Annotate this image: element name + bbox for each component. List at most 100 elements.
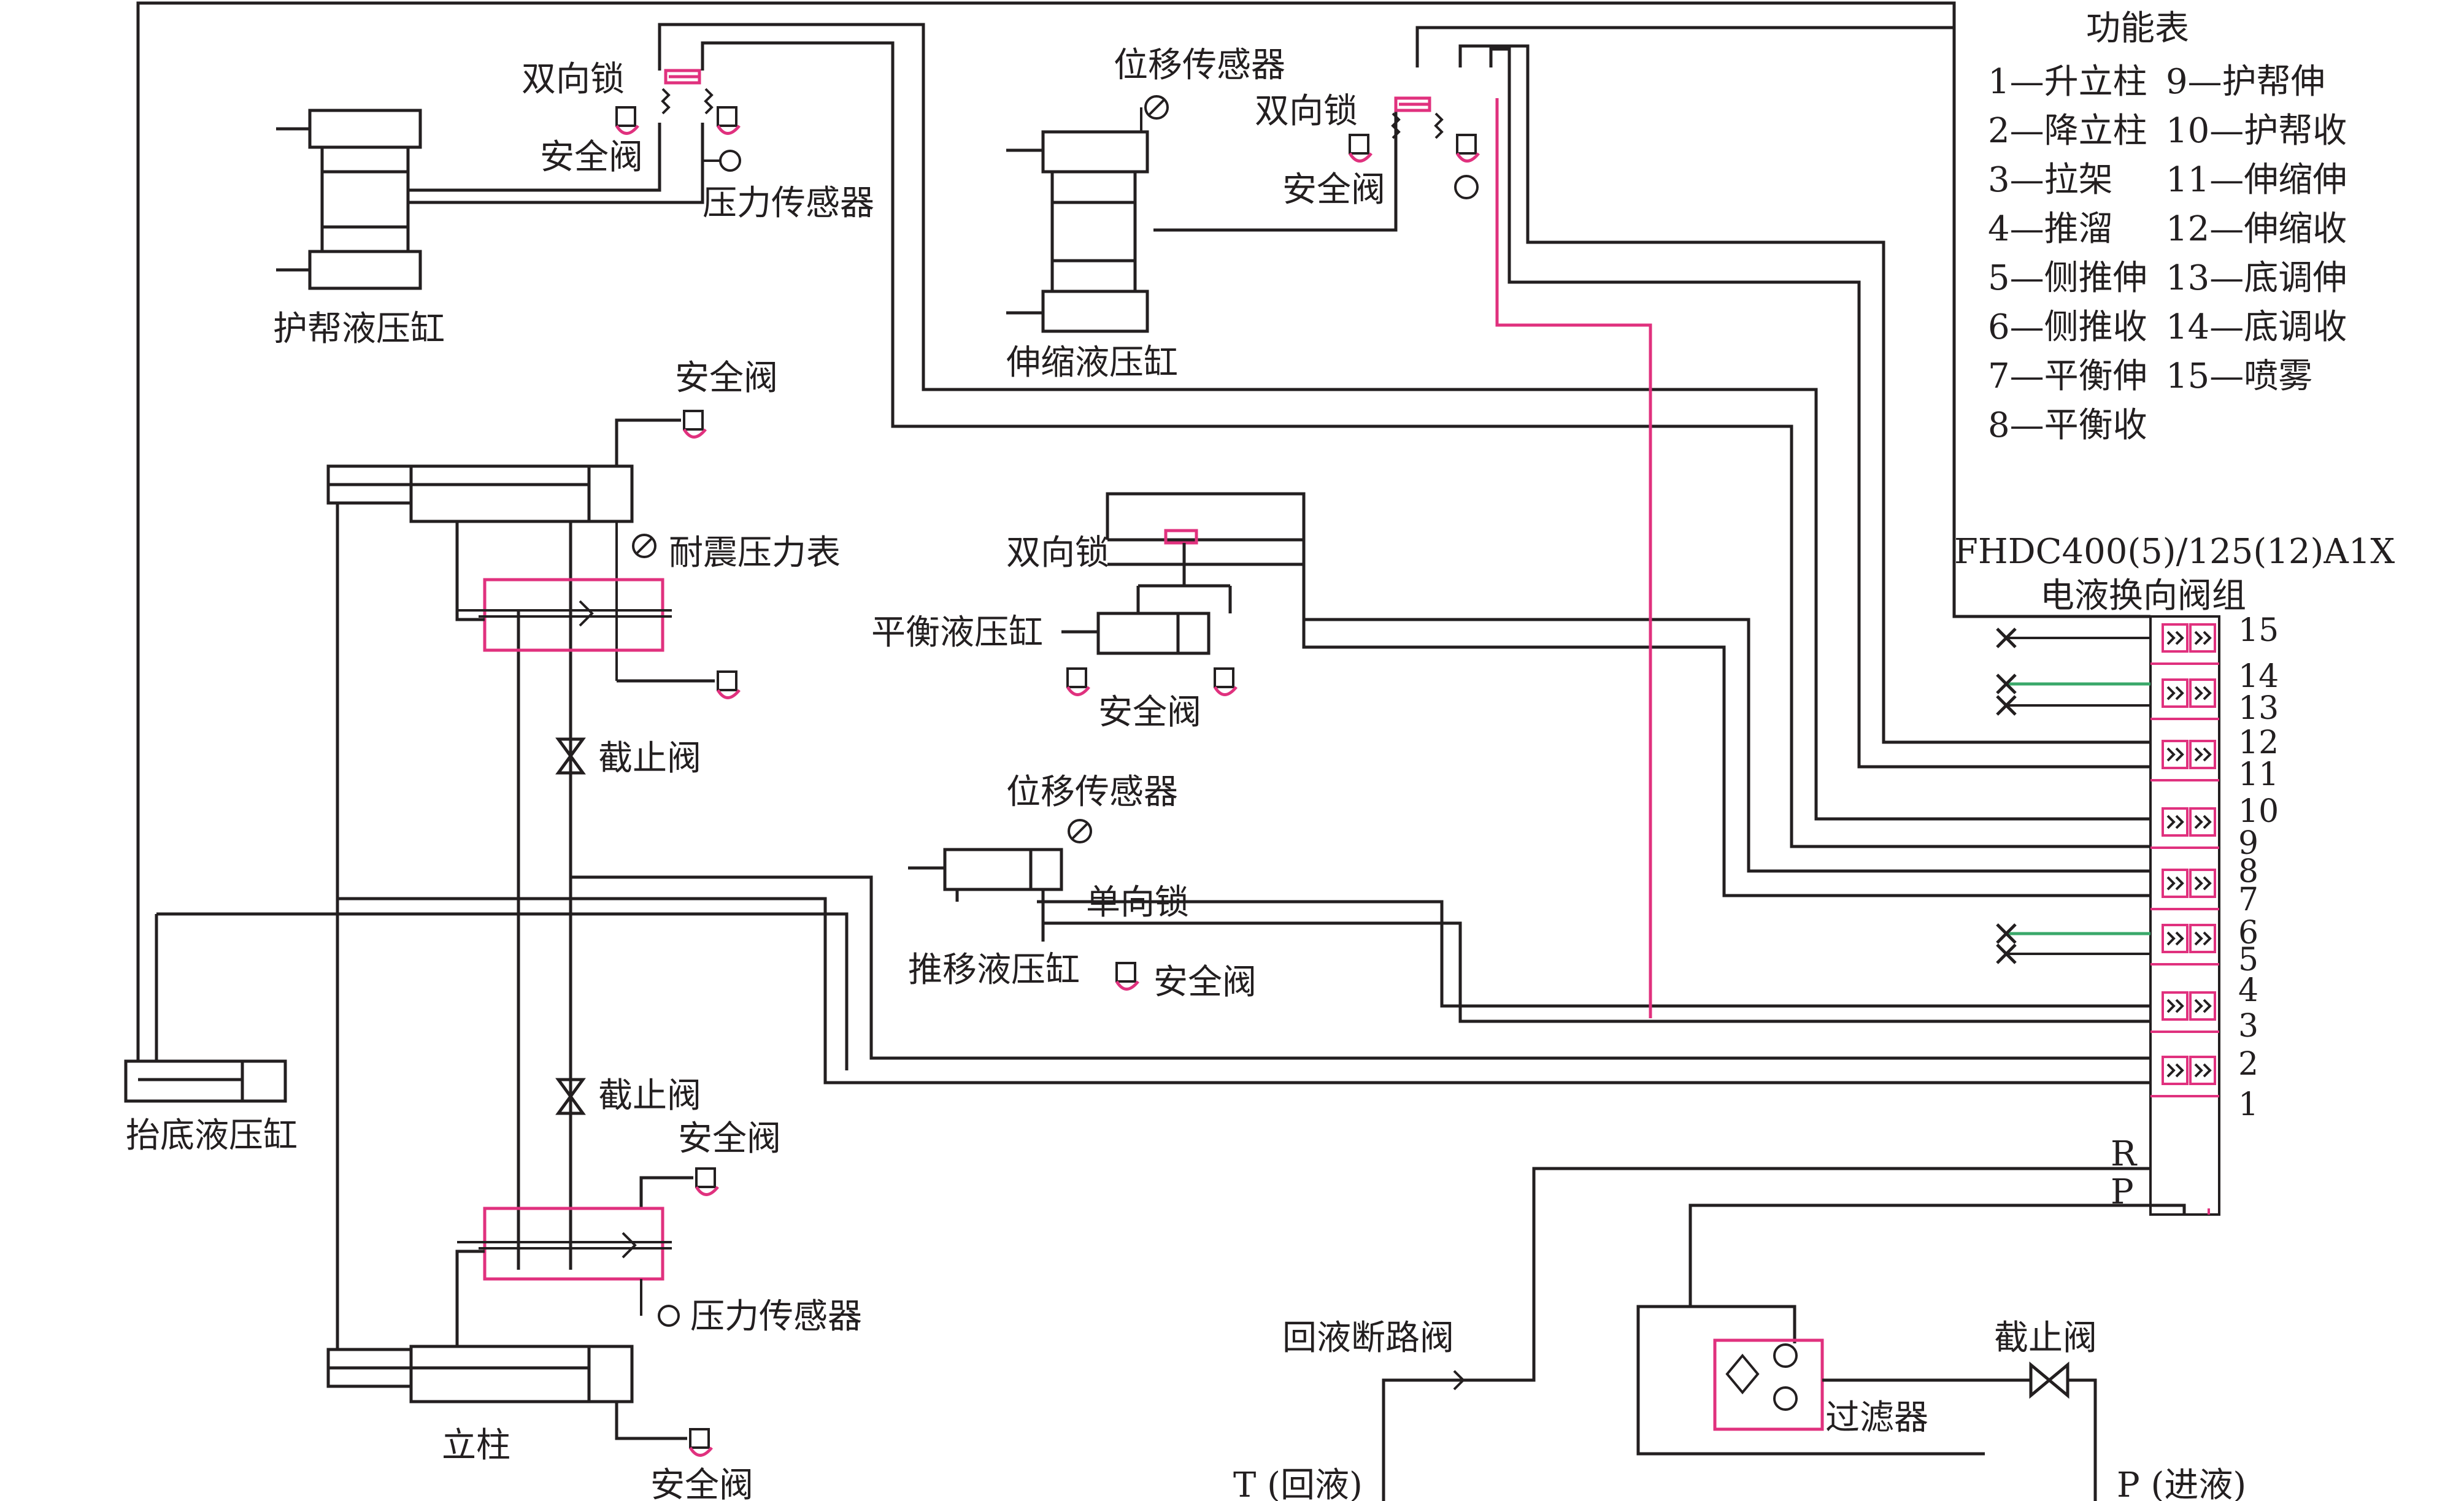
function-item: 4—推溜	[1988, 209, 2113, 249]
function-table: 功能表 1—升立柱 2—降立柱 3—拉架 4—推溜 5—侧推伸 6—侧推收 7—…	[1988, 9, 2347, 445]
displacement-sensor-1-label: 位移传感器	[1114, 45, 1285, 85]
function-item: 14—底调收	[2166, 307, 2347, 347]
valve-cell	[2189, 991, 2216, 1021]
pressure-sensor-icon	[1454, 175, 1479, 199]
safety-valve-icon	[716, 670, 741, 699]
safety-valve-1-label: 安全阀	[540, 137, 643, 177]
port-number: 3	[2238, 1008, 2258, 1045]
safety-valve-icon	[1348, 134, 1373, 163]
function-item: 1—升立柱	[1988, 62, 2147, 102]
valve-cell	[2162, 678, 2189, 708]
valve-cell-icon	[2194, 931, 2212, 946]
plug-mark-icon	[1996, 943, 2017, 964]
valve-cell-icon	[2166, 631, 2184, 645]
valve-cell-icon	[2194, 747, 2212, 762]
balance-cylinder-label: 平衡液压缸	[871, 613, 1043, 653]
port-number: 13	[2238, 690, 2279, 727]
pressure-sensor-1-label: 压力传感器	[703, 183, 874, 223]
spring-icon	[1391, 112, 1401, 139]
filter-assembly	[1636, 1305, 1985, 1456]
port-number: 5	[2238, 942, 2258, 978]
telescopic-cylinder-label: 伸缩液压缸	[1006, 343, 1178, 383]
function-item: 13—底调伸	[2166, 258, 2347, 298]
function-table-left: 1—升立柱 2—降立柱 3—拉架 4—推溜 5—侧推伸 6—侧推收 7—平衡伸 …	[1988, 62, 2147, 445]
valve-cell-icon	[2194, 876, 2212, 891]
seismic-gauge-label: 耐震压力表	[669, 533, 841, 573]
stop-valve-icon	[2029, 1361, 2069, 1399]
cylinder-barrel	[1041, 130, 1149, 174]
stop-valve-icon	[555, 737, 586, 775]
function-item: 10—护帮收	[2166, 111, 2347, 151]
valve-cell-icon	[2166, 999, 2184, 1013]
check-valve-icon	[622, 1232, 637, 1259]
safety-valve-2-label: 安全阀	[1282, 170, 1385, 210]
valve-cells	[2150, 623, 2219, 1097]
valve-cell-icon	[2194, 999, 2212, 1013]
valve-cell	[2162, 807, 2189, 837]
t-return-label: T (回液)	[1233, 1465, 1363, 1501]
function-table-title: 功能表	[2086, 9, 2189, 48]
safety-valve-icon	[695, 1167, 719, 1196]
safety-valve-push-label: 安全阀	[1153, 962, 1257, 1002]
filter-label: 过滤器	[1825, 1398, 1928, 1438]
valve-cell-icon	[2166, 686, 2184, 701]
valve-cell	[2162, 869, 2189, 898]
two-way-lock-1-label: 双向锁	[522, 60, 625, 99]
p-supply-label: P (进液)	[2117, 1465, 2246, 1501]
function-item: 7—平衡伸	[1988, 356, 2147, 396]
safety-valve-icon	[716, 106, 741, 135]
stop-valve-2-label: 截止阀	[598, 1076, 701, 1116]
valve-cell	[2162, 991, 2189, 1021]
stop-valve-icon	[555, 1078, 586, 1115]
valve-group-model: FHDC400(5)/125(12)A1X	[1954, 532, 2395, 572]
safety-valve-top-col-label: 安全阀	[675, 358, 778, 398]
push-cylinder	[908, 848, 1063, 942]
filter-icon	[1725, 1353, 1760, 1395]
valve-cell-icon	[2166, 815, 2184, 829]
function-item: 11—伸缩伸	[2166, 160, 2347, 200]
valve-cell-icon	[2166, 1063, 2184, 1078]
function-item: 3—拉架	[1988, 160, 2113, 200]
displacement-sensor-icon	[1140, 95, 1169, 132]
stop-valve-3-label: 截止阀	[1994, 1318, 2097, 1358]
valve-cell	[2189, 924, 2216, 953]
return-breaker-valve-label: 回液断路阀	[1282, 1318, 1454, 1358]
push-cylinder-label: 推移液压缸	[908, 950, 1080, 990]
port-number: 7	[2238, 881, 2258, 918]
safety-valve-icon	[682, 410, 707, 439]
seismic-gauge-icon	[615, 521, 656, 681]
safety-valve-icon	[1213, 667, 1238, 696]
valve-cell-icon	[2194, 1063, 2212, 1078]
port-number: 14	[2238, 658, 2279, 695]
telescopic-cylinder: 伸缩液压缸	[1006, 130, 1178, 383]
valve-cell	[2189, 869, 2216, 898]
hydraulic-control-valve-top	[457, 578, 672, 652]
valve-group-name: 电液换向阀组	[2040, 576, 2246, 616]
balance-cylinder	[1061, 492, 1306, 655]
port-number: 1	[2238, 1086, 2258, 1123]
safety-valve-icon	[1066, 667, 1090, 696]
two-way-lock-3-label: 双向锁	[1006, 533, 1109, 573]
two-way-lock-1	[661, 69, 714, 115]
displacement-sensor-icon	[1068, 819, 1092, 843]
valve-cell	[2189, 740, 2216, 769]
valve-cell	[2189, 623, 2216, 653]
valve-cell	[2162, 1056, 2189, 1085]
column-label: 立柱	[442, 1426, 510, 1465]
valve-cell-icon	[2166, 931, 2184, 946]
valve-group: FHDC400(5)/125(12)A1X 电液换向阀组 15 14 13 12…	[1954, 532, 2395, 1216]
valve-cell-icon	[2166, 747, 2184, 762]
function-item: 15—喷雾	[2166, 356, 2312, 396]
port-number: 10	[2238, 793, 2279, 830]
stop-valve-1-label: 截止阀	[598, 739, 701, 778]
column-top-cylinder	[326, 464, 634, 523]
valve-cell-icon	[2194, 815, 2212, 829]
pipe-network	[136, 1, 2210, 1501]
spring-icon	[704, 88, 714, 115]
safety-valve-balance-label: 安全阀	[1098, 693, 1201, 732]
port-number: 15	[2238, 612, 2279, 649]
cylinder-barrel	[308, 250, 422, 290]
port-number: 9	[2238, 825, 2258, 862]
displacement-sensor-2-label: 位移传感器	[1006, 772, 1178, 812]
